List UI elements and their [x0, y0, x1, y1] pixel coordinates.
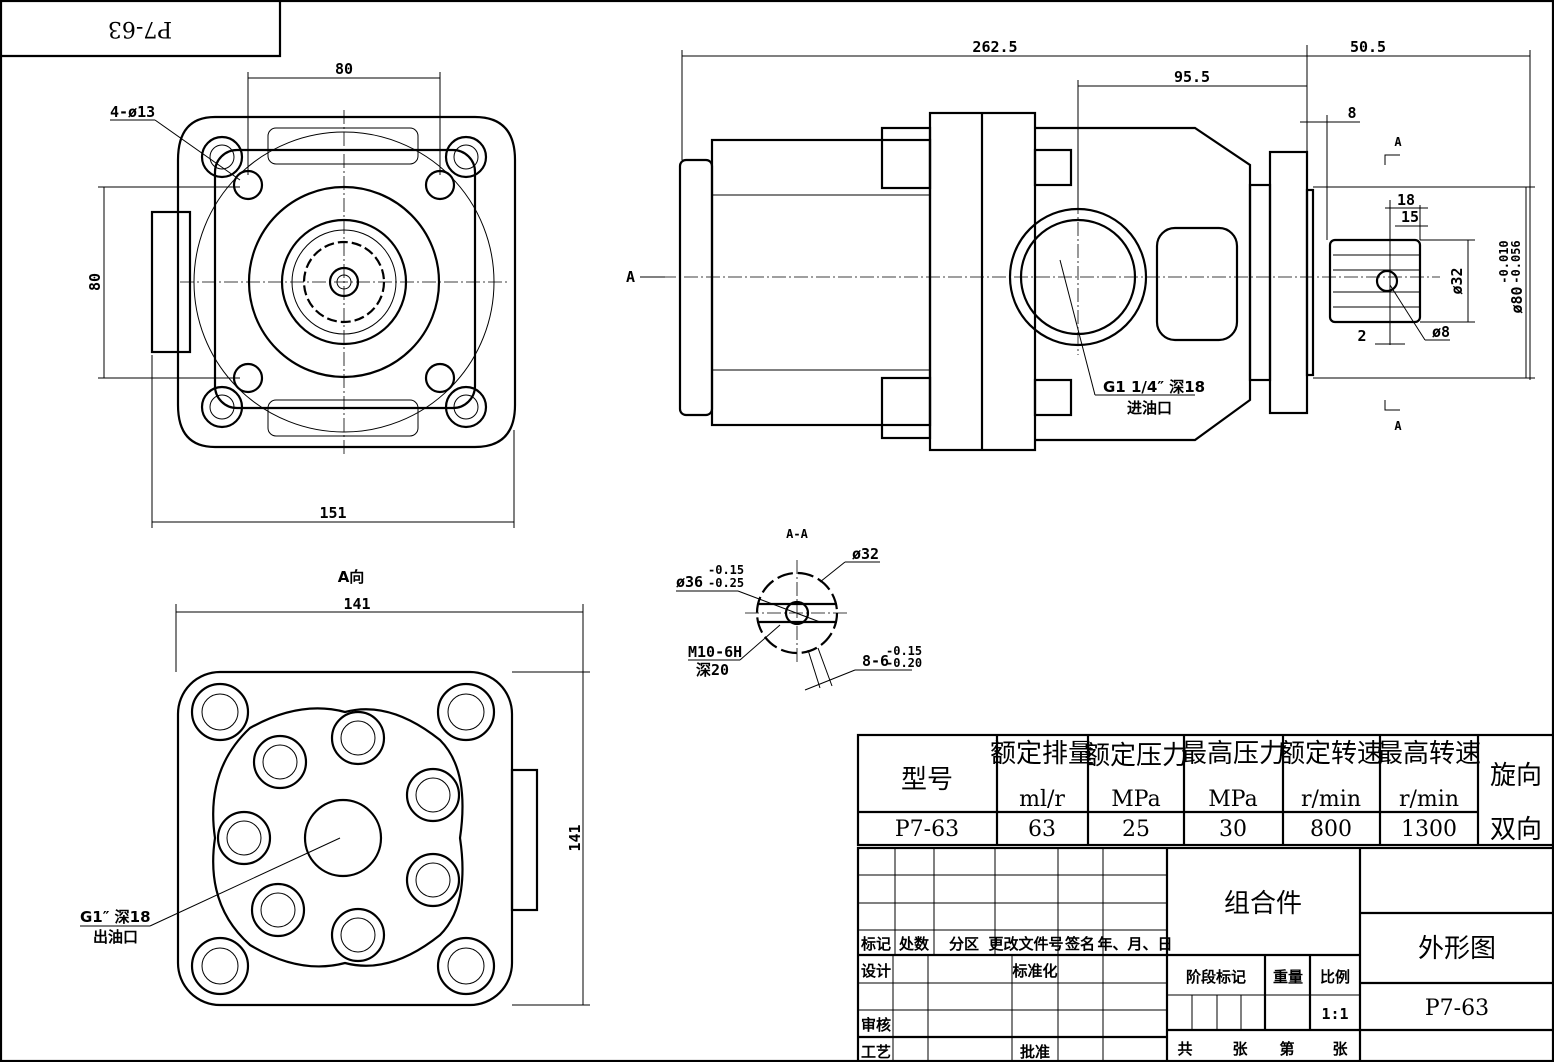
dim-50-5: 50.5: [1350, 38, 1386, 56]
scale-value: 1:1: [1321, 1005, 1348, 1023]
a-view-title: A向: [338, 568, 365, 586]
design-label: 设计: [861, 962, 891, 980]
spec-table: 型号 额定排量 额定压力 最高压力 额定转速 最高转速 旋向 ml/r MPa …: [856, 733, 1554, 847]
dim-15: 15: [1401, 208, 1419, 226]
spec-header: 最高转速: [1377, 739, 1481, 769]
spec-header: 额定压力: [1084, 741, 1188, 771]
process-label: 工艺: [861, 1043, 891, 1061]
holes-label: 4-ø13: [110, 103, 155, 121]
section-aa-title: A-A: [786, 527, 808, 541]
dim-d80: ø80: [1508, 286, 1526, 313]
dim-d80-tol-upper: -0.010: [1497, 240, 1511, 283]
spec-value: 30: [1219, 817, 1247, 842]
sheets-label: 张: [1232, 1040, 1248, 1058]
dim-d32: ø32: [1448, 267, 1466, 294]
assembly-label: 组合件: [1224, 889, 1302, 919]
dim-d80-tol-lower: -0.056: [1509, 240, 1523, 283]
spec-value-model: P7-63: [895, 817, 959, 842]
dim-80-left: 80: [86, 273, 104, 291]
section-mark-bottom: A: [1394, 419, 1402, 433]
dim-8: 8: [1347, 104, 1356, 122]
spec-unit: ml/r: [1019, 787, 1065, 812]
outlet-name: 出油口: [93, 928, 138, 946]
spec-value: 1300: [1401, 817, 1457, 842]
aa-d36-upper: -0.15: [708, 563, 744, 577]
dim-95-5: 95.5: [1174, 68, 1210, 86]
review-label: 审核: [861, 1016, 891, 1034]
scale-label: 比例: [1320, 968, 1350, 986]
dim-151: 151: [319, 504, 346, 522]
aa-d36: ø36: [676, 573, 703, 591]
spec-unit: MPa: [1208, 787, 1257, 812]
a-view-bolts: [190, 682, 496, 996]
inlet-name: 进油口: [1127, 399, 1172, 417]
rev-header: 标记: [860, 935, 891, 953]
spec-header: 额定排量: [990, 739, 1094, 769]
spec-unit: r/min: [1399, 787, 1459, 812]
drawing-number: P7-63: [1425, 996, 1489, 1021]
spec-header: 最高压力: [1181, 739, 1285, 769]
view-arrow-a: A: [626, 268, 635, 286]
aa-keys: 8-6: [862, 652, 889, 670]
a-dim-141-right: 141: [566, 824, 584, 851]
dim-262-5: 262.5: [972, 38, 1017, 56]
sheets-label: 张: [1332, 1040, 1348, 1058]
spec-unit: r/min: [1301, 787, 1361, 812]
a-dim-141-top: 141: [343, 595, 370, 613]
rev-header: 更改文件号: [988, 935, 1063, 953]
title-block: 标记 处数 分区 更改文件号 签名 年、月、日 设计 标准化 审核 工艺 批准 …: [856, 846, 1554, 1062]
dim-d8: ø8: [1432, 323, 1450, 341]
dim-2: 2: [1357, 327, 1366, 345]
aa-thread: M10-6H: [688, 643, 742, 661]
stage-mark-label: 阶段标记: [1186, 968, 1246, 986]
aa-d32: ø32: [852, 545, 879, 563]
front-view: 80 80 151 4-ø13: [86, 60, 517, 528]
title-tag-text: P7-63: [108, 16, 172, 41]
rev-header: 签名: [1064, 935, 1095, 953]
dim-80-top: 80: [335, 60, 353, 78]
inlet-label: G1 1/4″ 深18: [1103, 378, 1205, 396]
rev-header: 年、月、日: [1097, 935, 1172, 953]
spec-value: 800: [1310, 817, 1352, 842]
approve-label: 批准: [1020, 1043, 1050, 1061]
aa-keys-upper: -0.15: [886, 644, 922, 658]
title-tag: P7-63: [0, 0, 282, 58]
side-view: A 262.5 50.5 95.5 8 18 15 2 ø8 ø32 ø80 -…: [626, 38, 1535, 452]
spec-header-rotation: 旋向: [1490, 761, 1542, 791]
standard-label: 标准化: [1011, 962, 1057, 980]
section-aa: A-A ø36 -0.15 -0.25 ø32 M10-6H 深20 8-6 -…: [676, 527, 922, 691]
aa-keys-lower: -0.20: [886, 656, 922, 670]
spec-unit: MPa: [1111, 787, 1160, 812]
drawing-name: 外形图: [1418, 934, 1496, 964]
a-view: A向 141 141 G1″ 深18 出油口: [80, 568, 590, 1007]
rev-header: 处数: [898, 935, 930, 953]
spec-header: 额定转速: [1279, 739, 1383, 769]
outlet-label: G1″ 深18: [80, 908, 151, 926]
spec-value: 63: [1028, 817, 1056, 842]
section-mark-top: A: [1394, 135, 1402, 149]
spec-value-rotation: 双向: [1490, 815, 1542, 845]
spec-header-model: 型号: [901, 765, 953, 795]
spec-value: 25: [1122, 817, 1150, 842]
weight-label: 重量: [1273, 968, 1303, 986]
aa-d36-lower: -0.25: [708, 576, 744, 590]
total-label: 共: [1177, 1040, 1192, 1058]
dim-18: 18: [1397, 191, 1415, 209]
aa-thread-depth: 深20: [696, 661, 729, 679]
sheet-no-label: 第: [1279, 1040, 1294, 1058]
rev-header: 分区: [949, 935, 979, 953]
